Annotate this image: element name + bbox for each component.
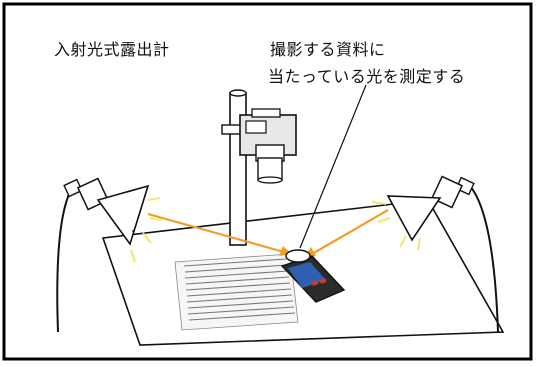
document-text-block: [174, 253, 299, 331]
diagram-title: 入射光式露出計: [54, 40, 170, 59]
right-lamp-glow: [371, 201, 421, 251]
callout-line: [299, 84, 367, 249]
light-meter-sensor-dome: [285, 249, 311, 263]
callout-text-line-2: 当たっている光を測定する: [268, 67, 466, 86]
camera: [221, 108, 297, 184]
copy-stand-column: [229, 89, 247, 246]
left-lamp-glow: [130, 197, 163, 263]
callout-text-line-1: 撮影する資料に: [270, 40, 386, 59]
light-meter: [280, 249, 346, 303]
right-lamp: [386, 175, 499, 333]
left-lamp: [56, 177, 150, 333]
